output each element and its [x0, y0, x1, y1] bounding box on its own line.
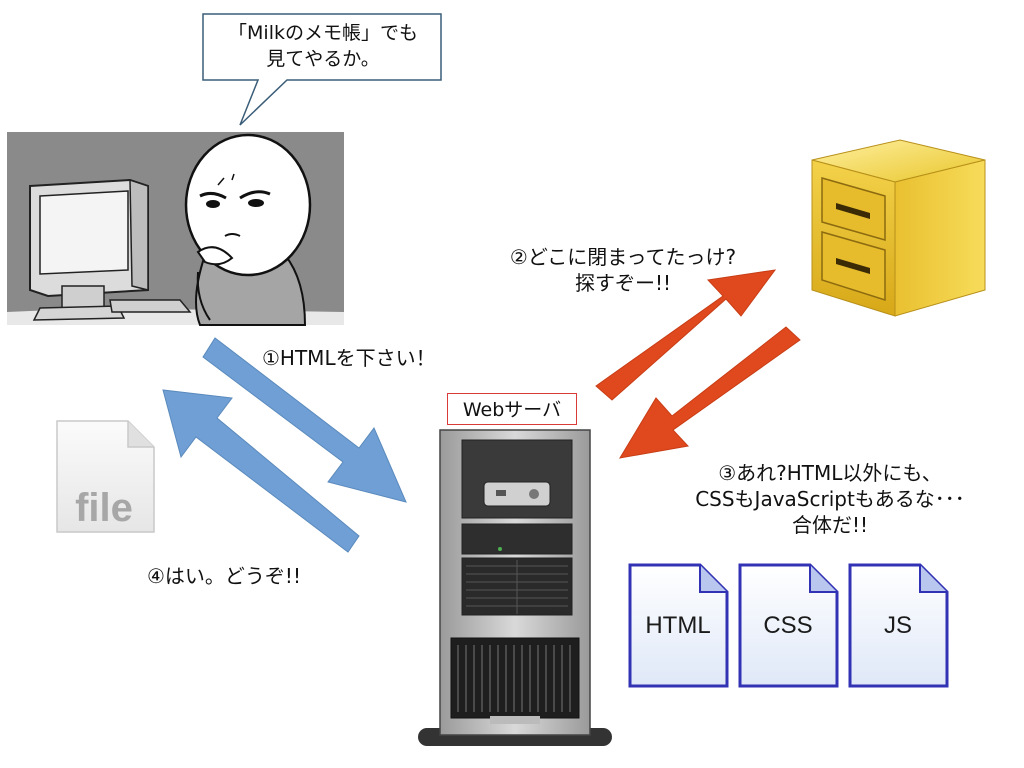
retrieve-arrow [619, 326, 801, 459]
filing-cabinet-icon [811, 139, 986, 317]
document-icon-css: CSS [738, 563, 839, 688]
person-at-computer-illustration [7, 132, 344, 326]
document-icon-html: HTML [628, 563, 729, 688]
speech-bubble-line-2: 見てやるか。 [266, 48, 380, 70]
document-label-html: HTML [645, 612, 710, 639]
monitor-icon [29, 178, 192, 321]
speech-bubble-line-1: 「Milkのメモ帳」でも [228, 22, 418, 44]
step-2-line-1: ②どこに閉まってたっけ? [509, 245, 737, 269]
response-arrow [162, 389, 360, 553]
speech-bubble-text: 「Milkのメモ帳」でも 見てやるか。 [205, 20, 441, 72]
document-icon-js: JS [848, 563, 949, 688]
speech-bubble [202, 13, 442, 126]
document-label-css: CSS [763, 612, 812, 639]
step-3-line-2: CSSもJavaScriptもあるな･･･ [695, 487, 965, 511]
step-4-label: ④はい。どうぞ!! [147, 564, 301, 588]
step-3-line-1: ③あれ?HTML以外にも、 [718, 461, 942, 485]
person-icon [184, 133, 312, 326]
step-3-label: ③あれ?HTML以外にも、 CSSもJavaScriptもあるな･･･ 合体だ!… [660, 460, 1000, 538]
step-1-label: ①HTMLを下さい！ [262, 346, 436, 370]
file-icon: file [56, 420, 155, 533]
server-tower-icon [418, 429, 612, 746]
step-3-line-3: 合体だ!! [791, 513, 869, 537]
request-arrow [202, 337, 407, 503]
step-2-label: ②どこに閉まってたっけ? 探すぞー!! [488, 244, 758, 296]
file-icon-label: file [75, 486, 133, 530]
step-2-line-2: 探すぞー!! [574, 271, 672, 295]
web-server-label: Webサーバ [447, 393, 577, 425]
search-arrow [595, 269, 777, 401]
document-label-js: JS [884, 612, 912, 639]
